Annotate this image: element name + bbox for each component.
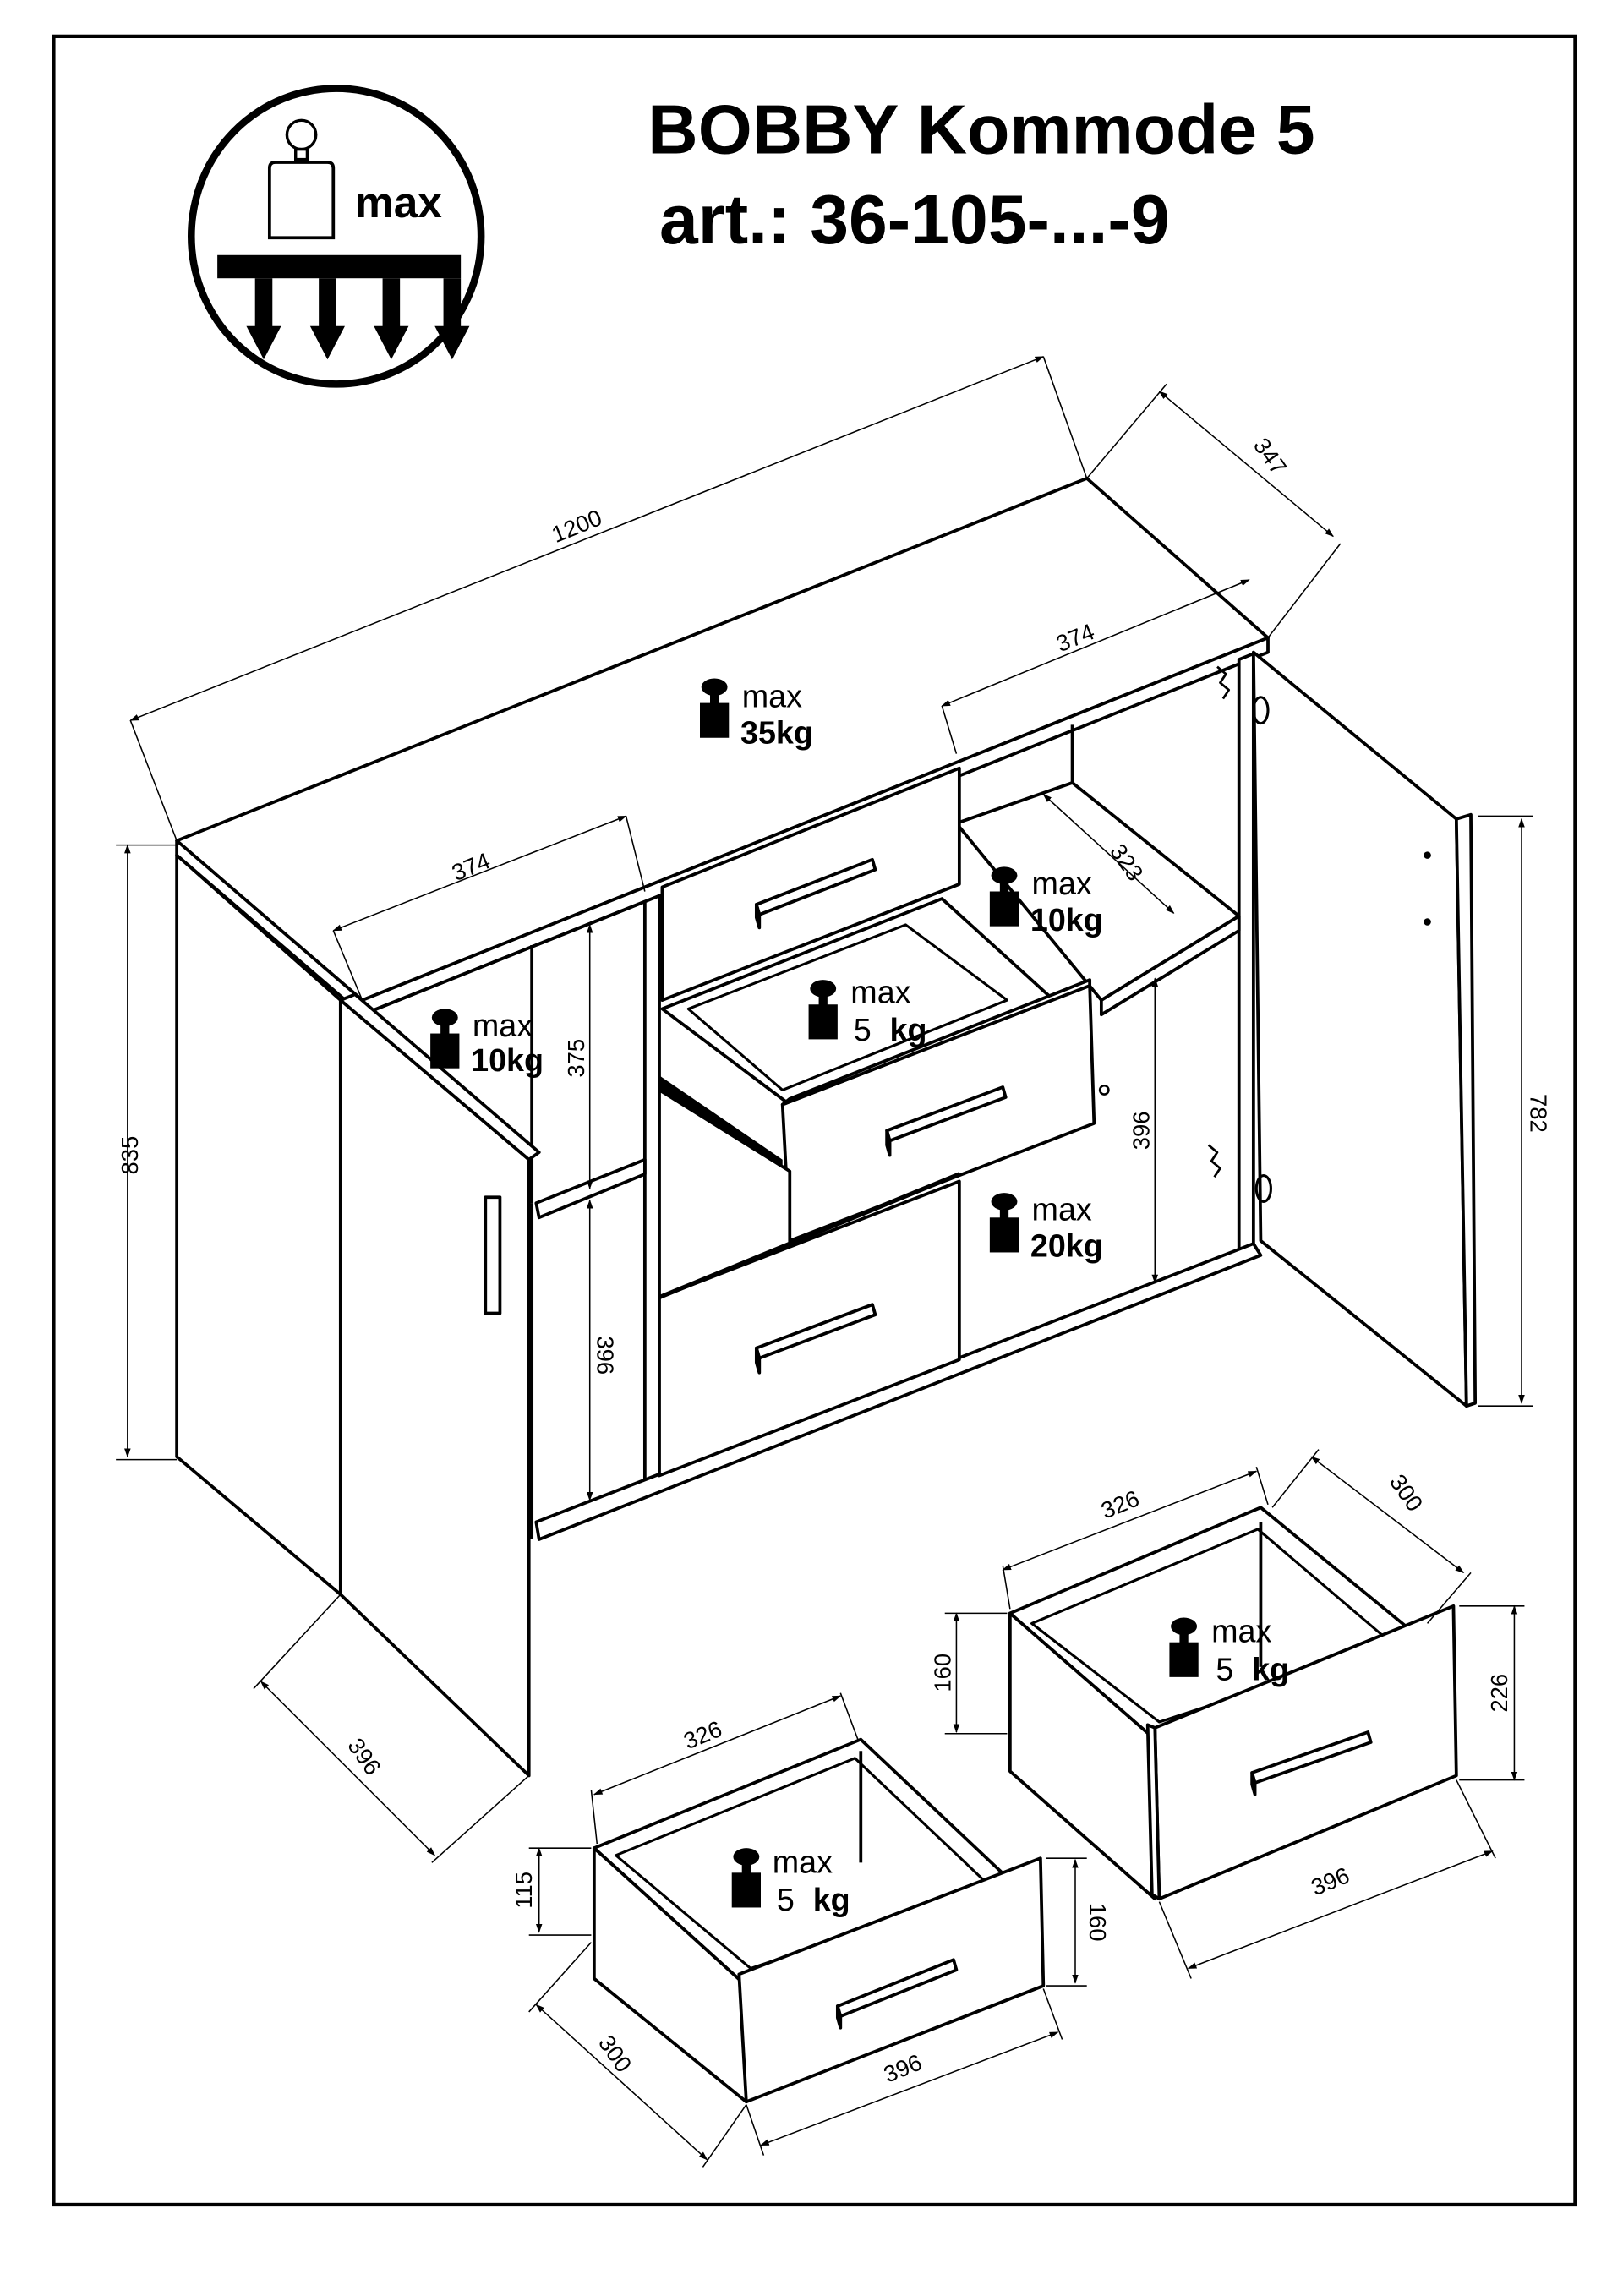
load-value-number: 5: [777, 1882, 795, 1917]
weight-icon: [989, 866, 1019, 927]
dim-left-lower-height: 396: [592, 1336, 618, 1375]
load-value: 35kg: [740, 715, 813, 751]
dim-right-lower-height: 396: [1128, 1112, 1154, 1151]
load-value-unit: kg: [1252, 1651, 1289, 1686]
load-limit-large-drawer: max 5 kg: [1169, 1614, 1289, 1686]
load-label: max: [742, 679, 802, 714]
dim-large-drawer-front-height: 226: [1486, 1674, 1512, 1713]
load-value-number: 5: [854, 1012, 872, 1047]
drawer-handle-icon: [885, 1085, 1008, 1157]
left-door: [338, 998, 531, 1778]
dim-small-drawer-inner-width: 326: [680, 1715, 725, 1754]
load-limit-small-drawer: max 5 kg: [731, 1844, 850, 1917]
dim-small-drawer-side-height: 115: [511, 1872, 537, 1909]
dim-cabinet-width: 1200: [548, 504, 605, 548]
left-shelf: [534, 1157, 647, 1220]
load-limit-right-shelf: max 10kg: [989, 866, 1103, 938]
load-value-number: 5: [1216, 1651, 1233, 1686]
weight-icon: [700, 678, 730, 738]
dim-door-height: 782: [1525, 1094, 1551, 1133]
load-label: max: [1032, 1192, 1092, 1227]
drawer-handle-icon: [754, 857, 877, 930]
article-number: art.: 36-105-...-9: [659, 182, 1170, 259]
load-label: max: [473, 1008, 533, 1043]
load-value: 10kg: [1030, 902, 1103, 938]
large-drawer-drawing: [944, 1449, 1525, 1979]
weight-icon: [267, 118, 336, 240]
load-label: max: [1032, 866, 1092, 901]
weight-icon: [731, 1848, 761, 1908]
drawer-handle-icon: [835, 1958, 959, 2030]
dim-small-drawer-depth: 300: [593, 2031, 637, 2077]
load-label: max: [850, 975, 910, 1010]
dim-large-drawer-front-width: 396: [1308, 1861, 1353, 1900]
dim-large-drawer-depth: 300: [1385, 1469, 1429, 1516]
right-door: [1251, 650, 1468, 1408]
dim-cabinet-height: 835: [117, 1136, 143, 1175]
load-limit-center-drawer: max 5 kg: [808, 975, 927, 1047]
door-handle-icon: [484, 1195, 502, 1315]
cabinet-bottom: [534, 1242, 1263, 1541]
dim-left-upper-height: 375: [563, 1039, 589, 1078]
dim-large-drawer-side-height: 160: [930, 1654, 956, 1692]
load-value-unit: kg: [890, 1012, 927, 1047]
center-left-divider: [642, 894, 661, 1488]
page-border: [52, 34, 1577, 2207]
small-drawer-drawing: [528, 1692, 1087, 2168]
max-load-symbol: max: [187, 85, 485, 388]
load-value-unit: kg: [813, 1882, 850, 1917]
large-drawer-side: [1008, 1611, 1157, 1901]
dim-door-width: 396: [342, 1733, 386, 1779]
load-arrows-icon: [217, 254, 470, 360]
dim-small-drawer-front-height: 160: [1085, 1903, 1111, 1942]
load-value: 20kg: [1030, 1228, 1103, 1264]
weight-icon: [1169, 1617, 1199, 1677]
weight-icon: [989, 1193, 1019, 1253]
dimension-lines: [116, 356, 1533, 1863]
dim-cabinet-depth: 347: [1249, 433, 1292, 479]
load-label: max: [773, 1844, 833, 1879]
drawer-handle-icon: [754, 1303, 877, 1375]
center-right-divider: [1237, 652, 1255, 1257]
dim-small-drawer-front-width: 396: [880, 2049, 926, 2088]
weight-icon: [430, 1009, 460, 1069]
load-value: 10kg: [471, 1042, 544, 1078]
load-limit-right-bottom: max 20kg: [989, 1192, 1103, 1264]
load-limit-top: max 35kg: [700, 678, 813, 751]
load-symbol-label: max: [355, 178, 442, 227]
load-limit-left-shelf: max 10kg: [430, 1008, 544, 1078]
load-label: max: [1211, 1614, 1271, 1649]
weight-icon: [808, 980, 838, 1040]
product-title: BOBBY Kommode 5: [648, 92, 1314, 169]
drawer-handle-icon: [1250, 1730, 1373, 1796]
